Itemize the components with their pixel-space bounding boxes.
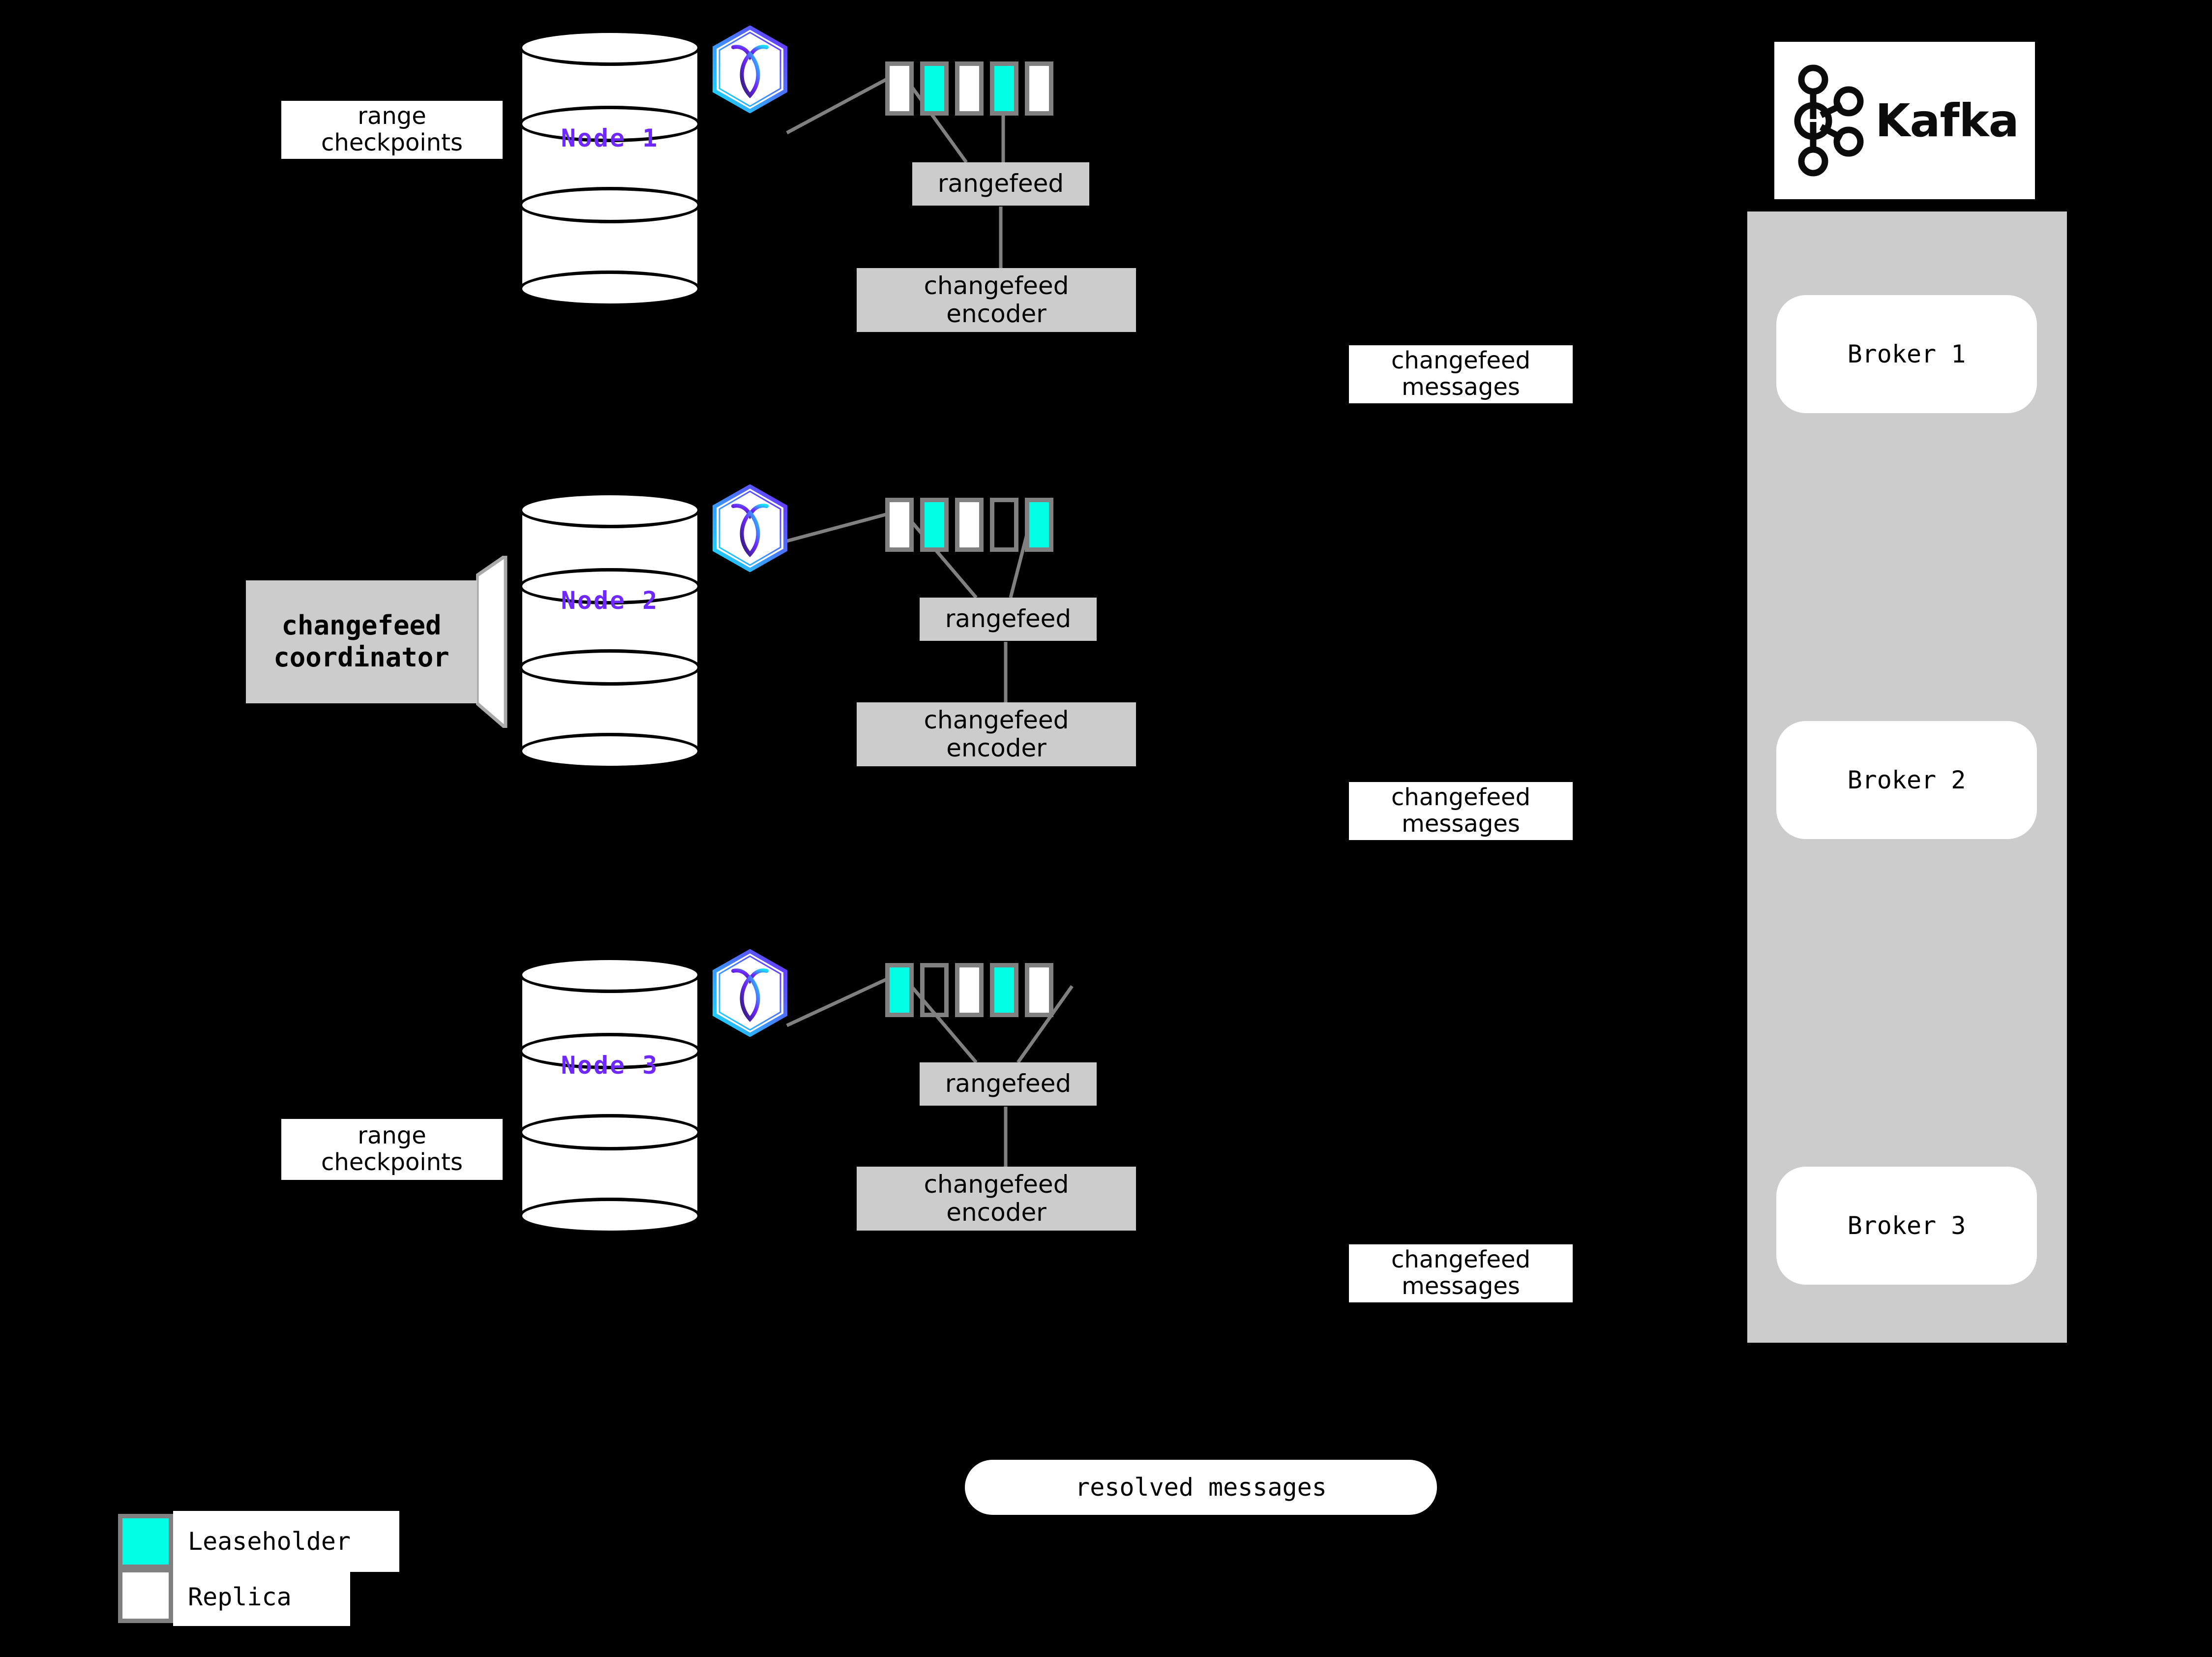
node-1-changefeed-messages-label: changefeed messages [1349,345,1573,403]
kafka-node-graph-icon [1794,64,1864,177]
encoder-label: changefeed encoder [924,271,1069,328]
label-text: range checkpoints [321,102,463,156]
range-box-replica[interactable] [885,498,914,552]
kafka-wordmark: Kafka [1875,94,2019,147]
range-box-leaseholder[interactable] [990,61,1018,116]
node-3-label: Node 3 [561,1051,659,1080]
broker-label: Broker 2 [1847,766,1966,794]
cylinder-band-2 [519,1114,701,1150]
encoder-label: changefeed encoder [924,705,1069,762]
node-1-changefeed-encoder-box[interactable]: changefeed encoder [857,268,1136,332]
node-1-rangefeed-box[interactable]: rangefeed [912,162,1089,206]
encoder-label: changefeed encoder [924,1170,1069,1227]
cylinder-band-2 [519,649,701,686]
range-box-empty[interactable] [990,498,1018,552]
cylinder-band-3 [519,733,701,769]
legend-label-leaseholder: Leaseholder [173,1511,399,1572]
rangefeed-label: rangefeed [945,1069,1072,1098]
legend-swatch-replica [118,1568,173,1623]
cylinder-top [519,957,701,993]
kafka-broker-2[interactable]: Broker 2 [1776,721,2037,839]
label-text: range checkpoints [321,1122,463,1176]
legend-label-replica: Replica [173,1568,350,1626]
range-box-leaseholder[interactable] [920,498,949,552]
node-1-label: Node 1 [561,124,659,152]
range-box-replica[interactable] [955,498,984,552]
cylinder-band-2 [519,187,701,223]
label-text: changefeed messages [1391,783,1531,838]
node-3-changefeed-encoder-box[interactable]: changefeed encoder [857,1167,1136,1231]
node-3-cylinder: Node 3 [519,957,701,1234]
cylinder-top [519,492,701,528]
legend-swatch-leaseholder [118,1514,173,1569]
cockroachdb-logo-icon [713,26,787,113]
coordinator-label: changefeed coordinator [273,610,449,673]
node-1-range-checkpoints-label: range checkpoints [281,101,503,159]
cylinder-body [519,970,701,1216]
cylinder-band-1 [519,568,701,604]
resolved-messages-label: resolved messages [1075,1473,1327,1502]
cylinder-band-1 [519,1033,701,1069]
node-2-rangefeed-box[interactable]: rangefeed [920,598,1097,641]
kafka-logo: Kafka [1774,42,2035,199]
node-3-range-checkpoints-label: range checkpoints [281,1119,503,1180]
cockroachdb-logo-icon [713,484,787,572]
changefeed-coordinator[interactable]: changefeed coordinator [246,556,521,728]
node-3-ranges [885,963,1053,1017]
range-box-replica[interactable] [1025,61,1053,116]
node-1-cylinder: Node 1 [519,30,701,307]
cylinder-top [519,30,701,66]
kafka-broker-1[interactable]: Broker 1 [1776,295,2037,413]
cylinder-band-1 [519,106,701,142]
node-2-changefeed-messages-label: changefeed messages [1349,782,1573,840]
range-box-replica[interactable] [955,61,984,116]
label-text: Replica [188,1583,292,1611]
node-1-ranges [885,61,1053,116]
resolved-messages-pill[interactable]: resolved messages [965,1460,1437,1515]
node-2-changefeed-encoder-box[interactable]: changefeed encoder [857,702,1136,766]
range-box-replica[interactable] [1025,963,1053,1017]
cylinder-body [519,506,701,752]
range-box-empty[interactable] [920,963,949,1017]
label-text: changefeed messages [1391,1246,1531,1300]
cylinder-body [519,43,701,289]
broker-label: Broker 3 [1847,1211,1966,1240]
rangefeed-label: rangefeed [945,604,1072,633]
cockroachdb-logo-icon [713,949,787,1037]
kafka-broker-3[interactable]: Broker 3 [1776,1167,2037,1285]
node-3-changefeed-messages-label: changefeed messages [1349,1244,1573,1302]
coordinator-flag-shape [476,556,508,728]
node-2-cylinder: Node 2 [519,492,701,769]
range-box-leaseholder[interactable] [1025,498,1053,552]
range-box-replica[interactable] [885,61,914,116]
legend: Leaseholder Replica [118,1511,423,1627]
cylinder-band-3 [519,1198,701,1234]
range-box-leaseholder[interactable] [920,61,949,116]
range-box-replica[interactable] [955,963,984,1017]
label-text: Leaseholder [188,1527,351,1556]
coordinator-panel: changefeed coordinator [246,580,477,703]
node-2-ranges [885,498,1053,552]
rangefeed-label: rangefeed [937,169,1064,198]
cylinder-band-3 [519,271,701,307]
broker-label: Broker 1 [1847,340,1966,368]
range-box-leaseholder[interactable] [885,963,914,1017]
range-box-leaseholder[interactable] [990,963,1018,1017]
label-text: changefeed messages [1391,347,1531,401]
node-2-label: Node 2 [561,586,659,615]
node-3-rangefeed-box[interactable]: rangefeed [920,1062,1097,1106]
